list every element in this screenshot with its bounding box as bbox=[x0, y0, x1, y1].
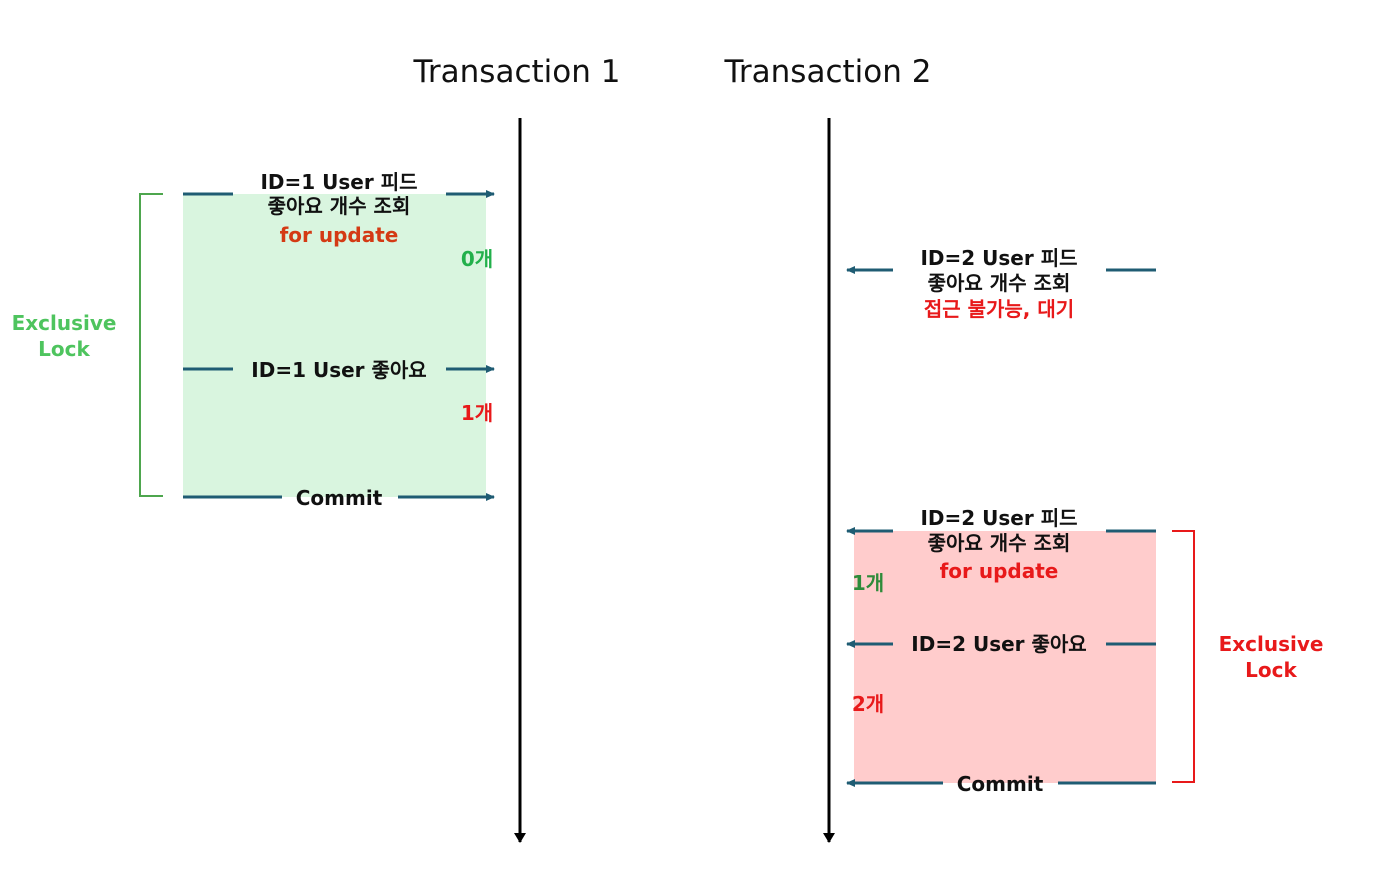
right-lock-label-line2: Lock bbox=[1245, 658, 1297, 682]
right-lock-bracket bbox=[1172, 530, 1195, 783]
left-lock-label-line2: Lock bbox=[38, 337, 90, 361]
left-lock-bracket bbox=[139, 193, 163, 497]
right-query-line2: 좋아요 개수 조회 bbox=[928, 531, 1071, 555]
left-lock-label-line1: Exclusive bbox=[12, 311, 117, 335]
left-exclusive-lock-region bbox=[183, 194, 486, 497]
left-count-before: 0개 bbox=[461, 247, 493, 271]
left-query-line1: ID=1 User 피드 bbox=[260, 170, 417, 194]
transaction-1-title: Transaction 1 bbox=[413, 54, 621, 90]
transaction-2-title: Transaction 2 bbox=[724, 54, 932, 90]
transaction-1-timeline-arrowhead bbox=[514, 833, 526, 843]
right-count-before: 1개 bbox=[852, 571, 884, 595]
right-commit-label: Commit bbox=[957, 772, 1044, 796]
transaction-2-timeline-arrowhead bbox=[823, 833, 835, 843]
right-like-label: ID=2 User 좋아요 bbox=[911, 632, 1086, 656]
right-count-after: 2개 bbox=[852, 692, 884, 716]
left-commit-label: Commit bbox=[296, 486, 383, 510]
right-blocked-line1: ID=2 User 피드 bbox=[920, 246, 1077, 270]
left-query-line2: 좋아요 개수 조회 bbox=[268, 194, 411, 218]
right-blocked-line3: 접근 불가능, 대기 bbox=[924, 297, 1074, 321]
left-query-line3: for update bbox=[280, 223, 399, 247]
right-lock-label-line1: Exclusive bbox=[1219, 632, 1324, 656]
right-query-line3: for update bbox=[940, 559, 1059, 583]
right-query-line1: ID=2 User 피드 bbox=[920, 506, 1077, 530]
left-count-after: 1개 bbox=[461, 401, 493, 425]
left-like-label: ID=1 User 좋아요 bbox=[251, 358, 426, 382]
right-exclusive-lock-region bbox=[854, 531, 1156, 783]
right-blocked-line2: 좋아요 개수 조회 bbox=[928, 271, 1071, 295]
